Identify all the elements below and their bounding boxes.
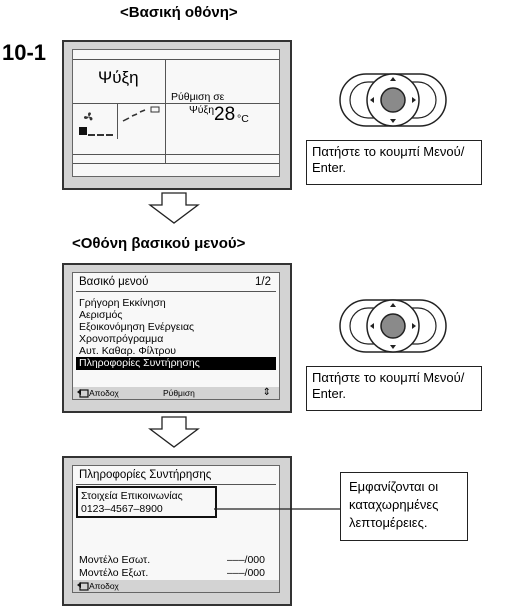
return-icon	[77, 389, 89, 398]
callout-press-menu-2: Πατήστε το κουμπί Μενού/ Enter.	[306, 366, 482, 411]
contact-phone: 0123–4567–8900	[81, 503, 163, 515]
updown-arrows-icon: ⇕	[262, 387, 271, 398]
outdoor-model-value: –––/000	[227, 567, 265, 579]
menu-item-maintenance-info-selected[interactable]: Πληροφορίες Συντήρησης	[76, 357, 276, 370]
menu-item-ventilation[interactable]: Αερισμός	[79, 309, 123, 321]
basic-screen-display: Ψύξη Ρύθμιση σε Ψύξη 28 °C	[62, 40, 292, 190]
basic-screen-title: <Βασική οθόνη>	[120, 4, 238, 21]
callout-connector-line	[214, 508, 340, 510]
bottom-return-label: Αποδοχ	[89, 388, 119, 398]
setpoint-label: Ρύθμιση σε	[171, 91, 225, 103]
fan-icon	[83, 112, 93, 121]
down-arrow-icon	[148, 416, 200, 448]
callout-details-shown: Εμφανίζονται οι καταχωρημένες λεπτομέρει…	[340, 472, 468, 541]
maintenance-info-display: Πληροφορίες Συντήρησης Στοιχεία Επικοινω…	[62, 456, 292, 606]
menu-item-maintenance-info: Πληροφορίες Συντήρησης	[79, 357, 200, 369]
main-menu-lcd: Βασικό μενού 1/2 Γρήγορη Εκκίνηση Αερισμ…	[72, 272, 280, 400]
basic-screen-lcd: Ψύξη Ρύθμιση σε Ψύξη 28 °C	[72, 49, 280, 177]
menu-item-schedule[interactable]: Χρονοπρόγραμμα	[79, 333, 164, 345]
menu-page: 1/2	[255, 276, 271, 288]
down-arrow-icon	[148, 192, 200, 224]
callout-press-menu-1: Πατήστε το κουμπί Μενού/ Enter.	[306, 140, 482, 185]
louver-icon	[122, 106, 160, 122]
setpoint-value: 28	[214, 104, 236, 125]
maintenance-title: Πληροφορίες Συντήρησης	[79, 469, 212, 481]
controller-button-icon[interactable]	[338, 64, 448, 134]
indoor-model-label: Μοντέλο Εσωτ.	[79, 554, 151, 566]
setpoint-unit: °C	[237, 113, 249, 125]
menu-item-filter-auto-clean[interactable]: Αυτ. Καθαρ. Φίλτρου	[79, 345, 177, 357]
main-menu-screen-title: <Οθόνη βασικού μενού>	[72, 235, 246, 252]
menu-bottom-bar: Αποδοχ Ρύθμιση ⇕	[73, 387, 279, 399]
outdoor-model-label: Μοντέλο Εξωτ.	[79, 567, 149, 579]
maintenance-bottom-bar: Αποδοχ	[73, 580, 279, 592]
contact-label: Στοιχεία Επικοινωνίας	[81, 490, 183, 502]
main-menu-display: Βασικό μενού 1/2 Γρήγορη Εκκίνηση Αερισμ…	[62, 263, 292, 413]
bottom-return-label: Αποδοχ	[89, 581, 119, 591]
mode-label: Ψύξη	[98, 68, 139, 87]
step-number: 10-1	[2, 40, 47, 65]
maintenance-info-lcd: Πληροφορίες Συντήρησης Στοιχεία Επικοινω…	[72, 465, 280, 593]
indoor-model-value: –––/000	[227, 554, 265, 566]
menu-item-energy-saving[interactable]: Εξοικονόμηση Ενέργειας	[79, 321, 195, 333]
contact-box: Στοιχεία Επικοινωνίας 0123–4567–8900	[76, 486, 217, 518]
return-icon	[77, 582, 89, 591]
setpoint-mode: Ψύξη	[189, 104, 215, 116]
controller-button-icon[interactable]	[338, 290, 448, 360]
bottom-setting-label: Ρύθμιση	[163, 388, 195, 398]
fan-speed-bars	[79, 127, 113, 136]
menu-item-quick-start[interactable]: Γρήγορη Εκκίνηση	[79, 297, 166, 309]
menu-title: Βασικό μενού	[79, 276, 149, 288]
